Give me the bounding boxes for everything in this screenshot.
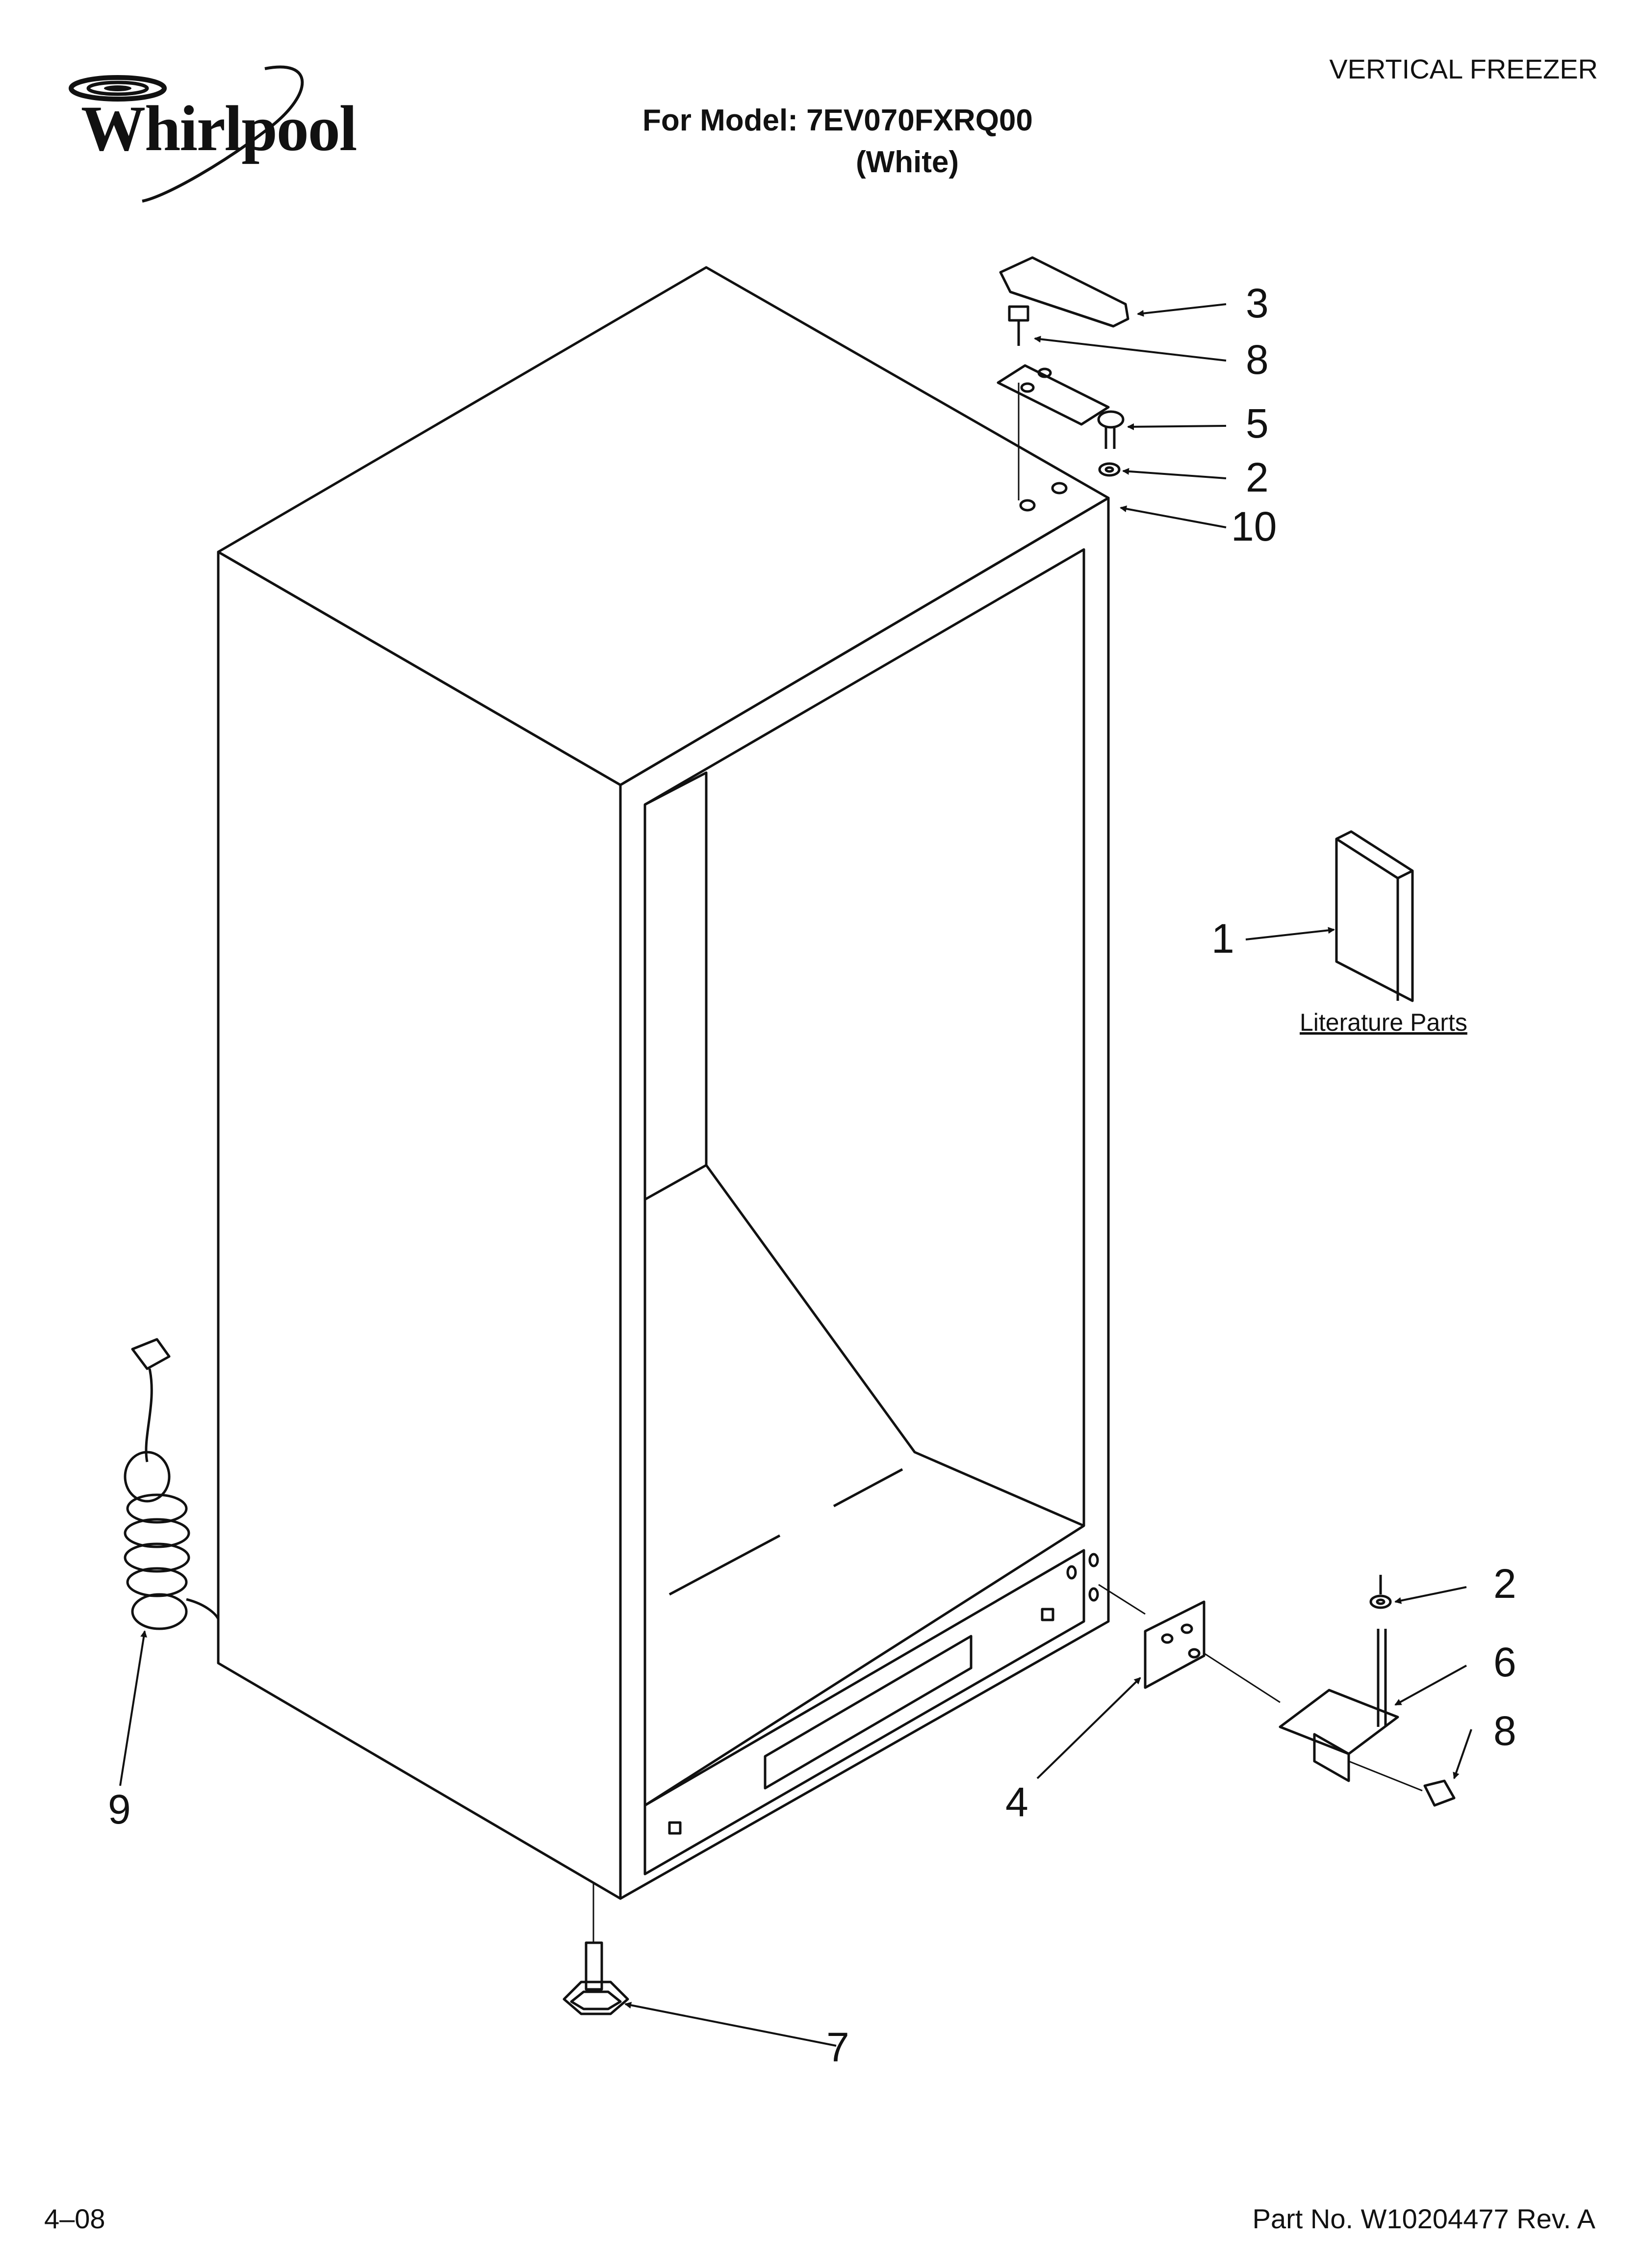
literature-part — [1335, 830, 1414, 1002]
callout-9: 9 — [108, 1786, 131, 1832]
callout-2-bottom: 2 — [1493, 1561, 1516, 1607]
section-title: VERTICAL FREEZER — [1329, 53, 1598, 84]
model-number: For Model: 7EV070FXRQ00 — [642, 104, 1033, 137]
brand-wordmark: Whirlpool — [81, 92, 357, 164]
power-cord-part — [124, 1338, 220, 1630]
callout-3: 3 — [1246, 280, 1269, 326]
callout-8-top: 8 — [1246, 337, 1269, 383]
callout-8-bottom: 8 — [1493, 1708, 1516, 1754]
hinge-cover-part — [999, 256, 1129, 328]
callout-7: 7 — [826, 2024, 849, 2070]
top-hinge-part — [997, 364, 1125, 449]
swirl-icon — [69, 65, 304, 203]
literature-parts-label: Literature Parts — [1300, 1009, 1467, 1036]
bottom-screw-part — [1348, 1760, 1456, 1807]
top-screw-part — [1008, 305, 1029, 346]
model-color: (White) — [856, 145, 959, 179]
top-washer-part — [1098, 462, 1121, 477]
leveling-leg-part — [563, 1884, 629, 2015]
callout-4: 4 — [1005, 1779, 1028, 1825]
hinge-bracket-part — [1098, 1584, 1206, 1689]
bottom-hinge-part — [1204, 1629, 1399, 1782]
cabinet-body — [217, 266, 1110, 1900]
bottom-washer-part — [1369, 1594, 1392, 1609]
callout-10: 10 — [1231, 503, 1277, 549]
callout-arrows — [119, 303, 1472, 2047]
revision-date: 4–08 — [44, 2203, 105, 2234]
callout-6: 6 — [1493, 1639, 1516, 1685]
part-number: Part No. W10204477 Rev. A — [1252, 2203, 1595, 2234]
callout-2-top: 2 — [1246, 454, 1269, 500]
callout-1: 1 — [1211, 915, 1234, 962]
callout-5: 5 — [1246, 400, 1269, 446]
